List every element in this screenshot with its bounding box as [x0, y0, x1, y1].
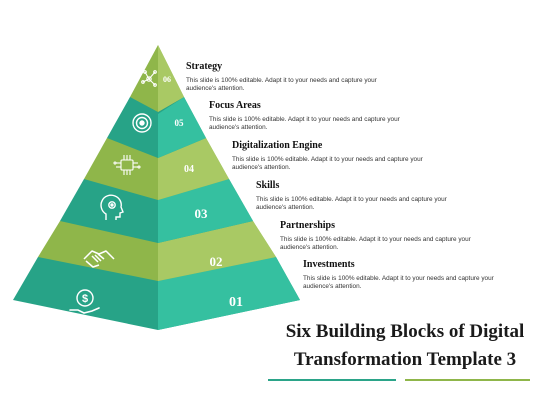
level-description: This slide is 100% editable. Adapt it to…	[209, 116, 400, 131]
tier-number-01: 01	[229, 295, 243, 310]
level-title: Skills	[256, 180, 280, 191]
dollar-hand-icon: $	[69, 289, 100, 314]
level-label-investments: Investments This slide is 100% editable.…	[303, 259, 543, 291]
pyramid-tier-focus-areas: 05	[107, 97, 206, 158]
title-underline-left	[268, 379, 396, 381]
handshake-icon	[83, 250, 115, 268]
tier-number-02: 02	[210, 254, 223, 269]
level-label-skills: Skills This slide is 100% editable. Adap…	[256, 180, 496, 212]
level-description: This slide is 100% editable. Adapt it to…	[232, 156, 423, 171]
level-title: Strategy	[186, 61, 223, 72]
pyramid-tier-digitalization-engine: 04	[84, 138, 229, 200]
level-title: Investments	[303, 259, 355, 270]
tier-number-03: 03	[195, 206, 209, 221]
slide-title: Six Building Blocks of Digital Transform…	[285, 321, 525, 370]
level-label-digitalization-engine: Digitalization Engine This slide is 100%…	[232, 140, 472, 172]
network-icon	[141, 70, 157, 87]
tier-number-04: 04	[184, 164, 194, 175]
level-title: Focus Areas	[209, 100, 261, 111]
level-title: Partnerships	[280, 220, 335, 231]
level-description: This slide is 100% editable. Adapt it to…	[256, 196, 447, 211]
svg-text:$: $	[82, 293, 88, 305]
level-description: This slide is 100% editable. Adapt it to…	[280, 236, 471, 251]
level-label-partnerships: Partnerships This slide is 100% editable…	[280, 220, 520, 252]
target-icon	[132, 113, 152, 133]
tier-number-05: 05	[175, 118, 185, 128]
level-description: This slide is 100% editable. Adapt it to…	[186, 77, 377, 92]
title-underline-right	[405, 379, 530, 381]
level-label-focus-areas: Focus Areas This slide is 100% editable.…	[209, 100, 449, 132]
pyramid-tier-strategy: 06	[130, 45, 184, 112]
pyramid-tier-investments: 01	[13, 257, 300, 330]
level-label-strategy: Strategy This slide is 100% editable. Ad…	[186, 61, 426, 93]
tier-number-06: 06	[163, 75, 171, 84]
head-gear-icon	[100, 194, 124, 220]
chip-icon	[113, 155, 141, 175]
level-title: Digitalization Engine	[232, 140, 323, 151]
level-description: This slide is 100% editable. Adapt it to…	[303, 275, 494, 290]
